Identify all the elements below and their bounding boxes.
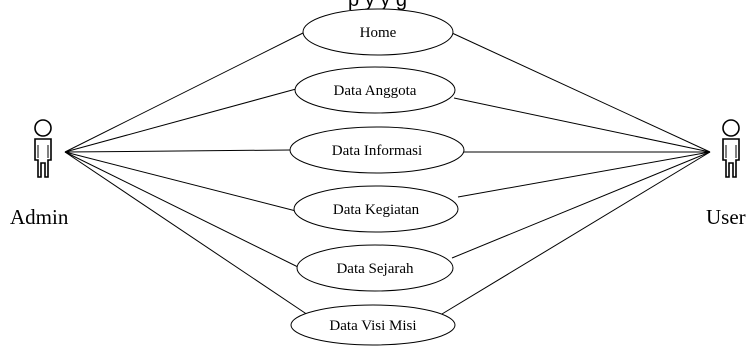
use-case-label: Data Sejarah [336,261,414,277]
actor-user[interactable]: User [706,119,746,229]
admin-home-line [64,32,304,153]
admin-actor-icon [34,119,52,178]
admin-data-visi-misi-line [64,151,309,316]
user-data-visi-misi-line [436,151,711,318]
user-actor-icon [722,119,740,178]
admin-data-anggota-line [64,88,297,153]
admin-associations [64,32,309,316]
user-label: User [706,205,746,229]
use-case-label: Data Visi Misi [329,318,416,334]
use-case-home[interactable]: Home [302,8,454,56]
admin-label: Admin [10,205,69,229]
use-case-data-sejarah[interactable]: Data Sejarah [296,244,454,292]
use-case-label: Home [360,25,397,41]
use-case-data-anggota[interactable]: Data Anggota [294,66,456,114]
user-data-kegiatan-line [457,151,711,198]
user-associations [436,32,711,318]
user-data-sejarah-line [451,151,711,259]
admin-data-informasi-line [64,149,291,153]
admin-data-kegiatan-line [64,151,297,212]
use-case-label: Data Anggota [334,83,417,99]
user-home-line [451,32,711,153]
use-case-label: Data Informasi [332,143,422,159]
actor-admin[interactable]: Admin [10,119,69,229]
user-data-anggota-line [453,97,711,153]
use-case-label: Data Kegiatan [333,202,420,218]
use-case-data-kegiatan[interactable]: Data Kegiatan [293,185,459,233]
cropped-caption-text: p y y g [348,0,407,11]
use-case-data-informasi[interactable]: Data Informasi [289,126,465,174]
admin-data-sejarah-line [64,151,301,269]
use-case-data-visi-misi[interactable]: Data Visi Misi [290,304,456,346]
